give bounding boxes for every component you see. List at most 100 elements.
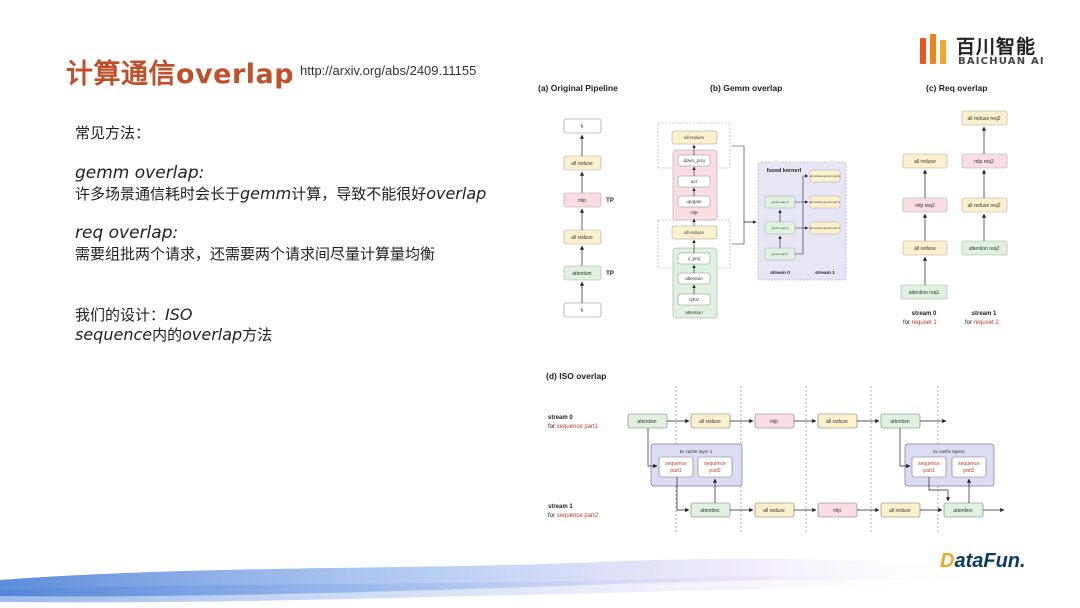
page-title: 计算通信overlap xyxy=(66,59,295,90)
a-all-reduce-1: all reduce xyxy=(571,161,593,167)
h-bottom-label: h xyxy=(581,308,584,314)
b-down-proj: down_proj xyxy=(683,158,704,163)
d-bot-attention-1: attention xyxy=(700,508,719,514)
b-attention-label: attention xyxy=(685,310,703,315)
kv-cache-2-label: kv cache layer2 xyxy=(933,449,965,454)
d-seq1-word: sequence part2 xyxy=(557,513,599,519)
logo-text-cn: 百川智能 xyxy=(956,36,1037,58)
gemm-overlap-desc: 许多场景通信耗时会长于gemm计算，导致不能很好overlap xyxy=(75,183,486,204)
c-all-reduce-req2-top: all reduce req2 xyxy=(967,116,1000,122)
design-part: overlap xyxy=(182,325,243,344)
c-mlp-req2-r: mlp req2 xyxy=(974,159,994,165)
d-stream1: stream 1 xyxy=(548,504,573,510)
fk-gemm-3: gemm part 3 xyxy=(772,200,789,204)
b-qkv: QKV xyxy=(689,297,700,302)
kv2-seq-part2-b: part2 xyxy=(963,468,975,474)
b-attention: attention xyxy=(685,276,703,281)
b-act: act xyxy=(691,179,698,184)
design-part: 我们的设计： xyxy=(75,306,166,324)
req-overlap-title: req overlap: xyxy=(75,223,179,243)
c-for-word: for xyxy=(903,320,910,326)
c-attention-req2: attention req2 xyxy=(969,246,1000,252)
gemm-overlap-title: gemm overlap: xyxy=(75,163,205,183)
req-overlap-desc: 需要组批两个请求，还需要两个请求间尽量计算量均衡 xyxy=(75,245,436,263)
kv1-seq-part2-b: part2 xyxy=(709,468,721,474)
d-for-seq0: for sequence part1 xyxy=(548,424,599,430)
baichuan-logo-icon xyxy=(920,34,946,64)
paper-url[interactable]: http://arxiv.org/abs/2409.11155 xyxy=(300,63,477,78)
d-top-attention-2: attention xyxy=(890,419,909,425)
c-mlp-req2-l: mlp req2 xyxy=(915,203,935,209)
c-for-req1: for requset 1 xyxy=(903,320,937,326)
a-mlp: mlp xyxy=(578,198,586,204)
design-part: 方法 xyxy=(242,326,273,344)
kv1-seq-part2-a: sequence xyxy=(704,461,726,467)
gemm-desc-part: 许多场景通信耗时会长于 xyxy=(75,185,241,203)
c-attention-req1: attention req1 xyxy=(909,290,940,296)
panel-c-title: (c) Req overlap xyxy=(926,83,987,93)
d-top-mlp: mlp xyxy=(770,419,778,425)
gemm-desc-part: gemm xyxy=(240,184,292,203)
b-all-reduce-mid: all reduce xyxy=(684,230,704,235)
b-mlp-label: mlp xyxy=(690,210,698,215)
c-all-reduce-l2: all reduce xyxy=(914,246,936,252)
c-req2-word: requset 2 xyxy=(974,320,1000,326)
kv2-seq-part1-b: part1 xyxy=(923,468,935,474)
design-part: sequence xyxy=(75,325,153,344)
h-top-label: h xyxy=(581,124,584,130)
datafun-logo: DataFun. xyxy=(940,550,1026,573)
fused-kernel-label: fused kernerl xyxy=(767,168,802,174)
d-bot-attention-2: attention xyxy=(953,508,972,514)
fk-all-reduce-3: all reduce gemm part 3 xyxy=(810,174,841,178)
panel-d-title: (d) ISO overlap xyxy=(546,371,606,381)
d-stream0: stream 0 xyxy=(548,415,573,421)
d-bot-mlp: mlp xyxy=(833,508,841,514)
b-up-gate: up/gate xyxy=(686,199,702,204)
kv1-seq-part1-b: part1 xyxy=(670,468,682,474)
d-for-seq1: for sequence part2 xyxy=(548,513,599,519)
d-top-all-reduce-2: all reduce xyxy=(826,419,848,425)
tp-label-1: TP xyxy=(606,198,614,204)
a-all-reduce-2: all reduce xyxy=(571,235,593,241)
baichuan-logo: 百川智能 BAICHUAN AI xyxy=(918,30,1048,70)
kv-cache-1-label: kv cache layer 1 xyxy=(680,449,713,454)
d-top-all-reduce-1: all reduce xyxy=(699,419,721,425)
design-part: ISO xyxy=(165,305,193,324)
panel-a: h all reduce mlp all reduce attention h … xyxy=(563,118,614,318)
c-all-reduce-l1: all reduce xyxy=(914,159,936,165)
panel-c: all reduce req2 all reduce mlp req2 mlp … xyxy=(900,110,1008,317)
tp-label-2: TP xyxy=(606,271,614,277)
kv2-seq-part1-a: sequence xyxy=(918,461,940,467)
fk-all-reduce-1: all reduce gemm part 1 xyxy=(810,226,841,230)
d-top-attention-1: attention xyxy=(637,419,656,425)
d-for-word: for xyxy=(548,424,555,430)
design-part: 内的 xyxy=(152,326,183,344)
d-seq0-word: sequence part1 xyxy=(557,424,599,430)
panel-b-title: (b) Gemm overlap xyxy=(710,83,782,93)
b-o-proj: o_proj xyxy=(688,256,701,261)
c-all-reduce-req2-r: all reduce req2 xyxy=(967,203,1000,209)
panel-d-boxes: attention all reduce mlp all reduce atte… xyxy=(627,413,987,518)
iso-method-line: sequence内的overlap方法 xyxy=(75,324,272,345)
a-attention: attention xyxy=(572,271,591,277)
gemm-desc-part: overlap xyxy=(426,184,487,203)
c-req1-word: requset 1 xyxy=(912,320,938,326)
panel-b: all reduce down_proj act up/gate mlp all… xyxy=(657,122,847,319)
c-for-word: for xyxy=(965,320,972,326)
fk-stream0: stream 0 xyxy=(770,270,790,276)
kv2-seq-part2-a: sequence xyxy=(958,461,980,467)
logo-text-en: BAICHUAN AI xyxy=(958,56,1045,67)
d-for-word: for xyxy=(548,513,555,519)
datafun-d: D xyxy=(940,550,955,572)
c-for-req2: for requset 2 xyxy=(965,320,999,326)
d-bot-all-reduce-1: all reduce xyxy=(763,508,785,514)
gemm-desc-part: 计算，导致不能很好 xyxy=(291,185,427,203)
b-all-reduce-top: all reduce xyxy=(684,135,704,140)
d-bot-all-reduce-2: all reduce xyxy=(889,508,911,514)
datafun-rest: ataFun. xyxy=(954,550,1026,572)
fk-gemm-1: gemm part 1 xyxy=(772,252,789,256)
c-stream0: stream 0 xyxy=(912,311,937,317)
common-methods-heading: 常见方法： xyxy=(75,124,151,142)
footer-wave-decoration xyxy=(0,558,1000,603)
